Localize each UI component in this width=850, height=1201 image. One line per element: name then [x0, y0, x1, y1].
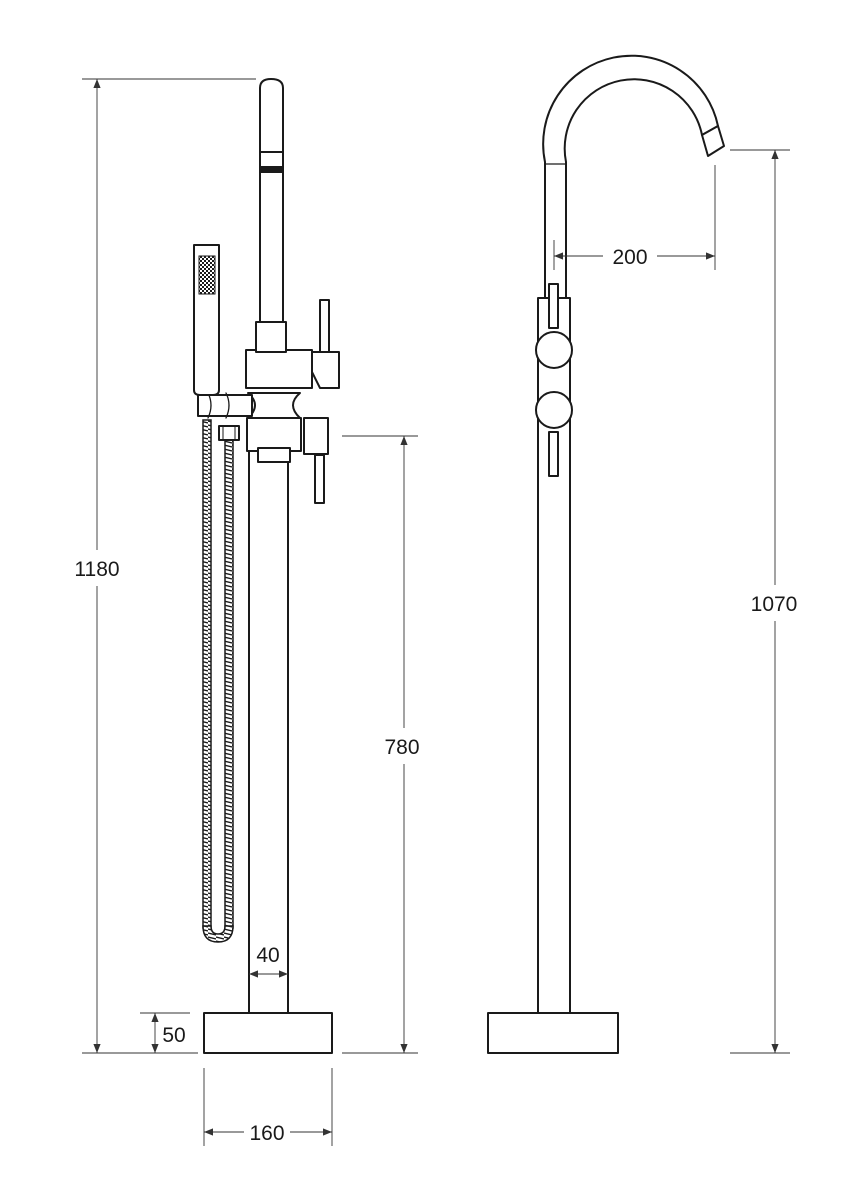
label-body-width: 40 [256, 944, 279, 967]
dimension-labels: 1180 50 160 40 780 200 1070 [74, 246, 797, 1145]
side-base-plate [487, 1012, 619, 1054]
spout-riser [259, 78, 284, 323]
shower-head-icon [198, 255, 216, 295]
lower-mixer-body [246, 417, 302, 452]
shower-holder [197, 394, 253, 417]
label-handle-height: 780 [384, 736, 419, 759]
side-view [487, 54, 725, 1054]
label-spout-reach: 200 [612, 246, 647, 269]
shower-hose [202, 419, 240, 943]
upper-handle-icon [535, 331, 573, 369]
main-column [248, 435, 289, 1015]
label-base-width: 160 [249, 1122, 284, 1145]
label-spout-height: 1070 [751, 593, 798, 616]
dimension-lines [82, 78, 790, 1146]
label-base-height: 50 [162, 1024, 185, 1047]
lower-lever-icon [303, 417, 329, 455]
lower-handle-icon [535, 391, 573, 429]
upper-lever-icon [311, 351, 340, 389]
spout-collar [255, 321, 287, 353]
spout-outlet-icon [701, 125, 725, 157]
label-overall-height: 1180 [74, 558, 119, 581]
hose-nut [218, 425, 240, 441]
base-plate [203, 1012, 333, 1054]
diverter-connector [247, 392, 301, 419]
upper-mixer-body [245, 349, 313, 389]
front-view [193, 78, 340, 1054]
